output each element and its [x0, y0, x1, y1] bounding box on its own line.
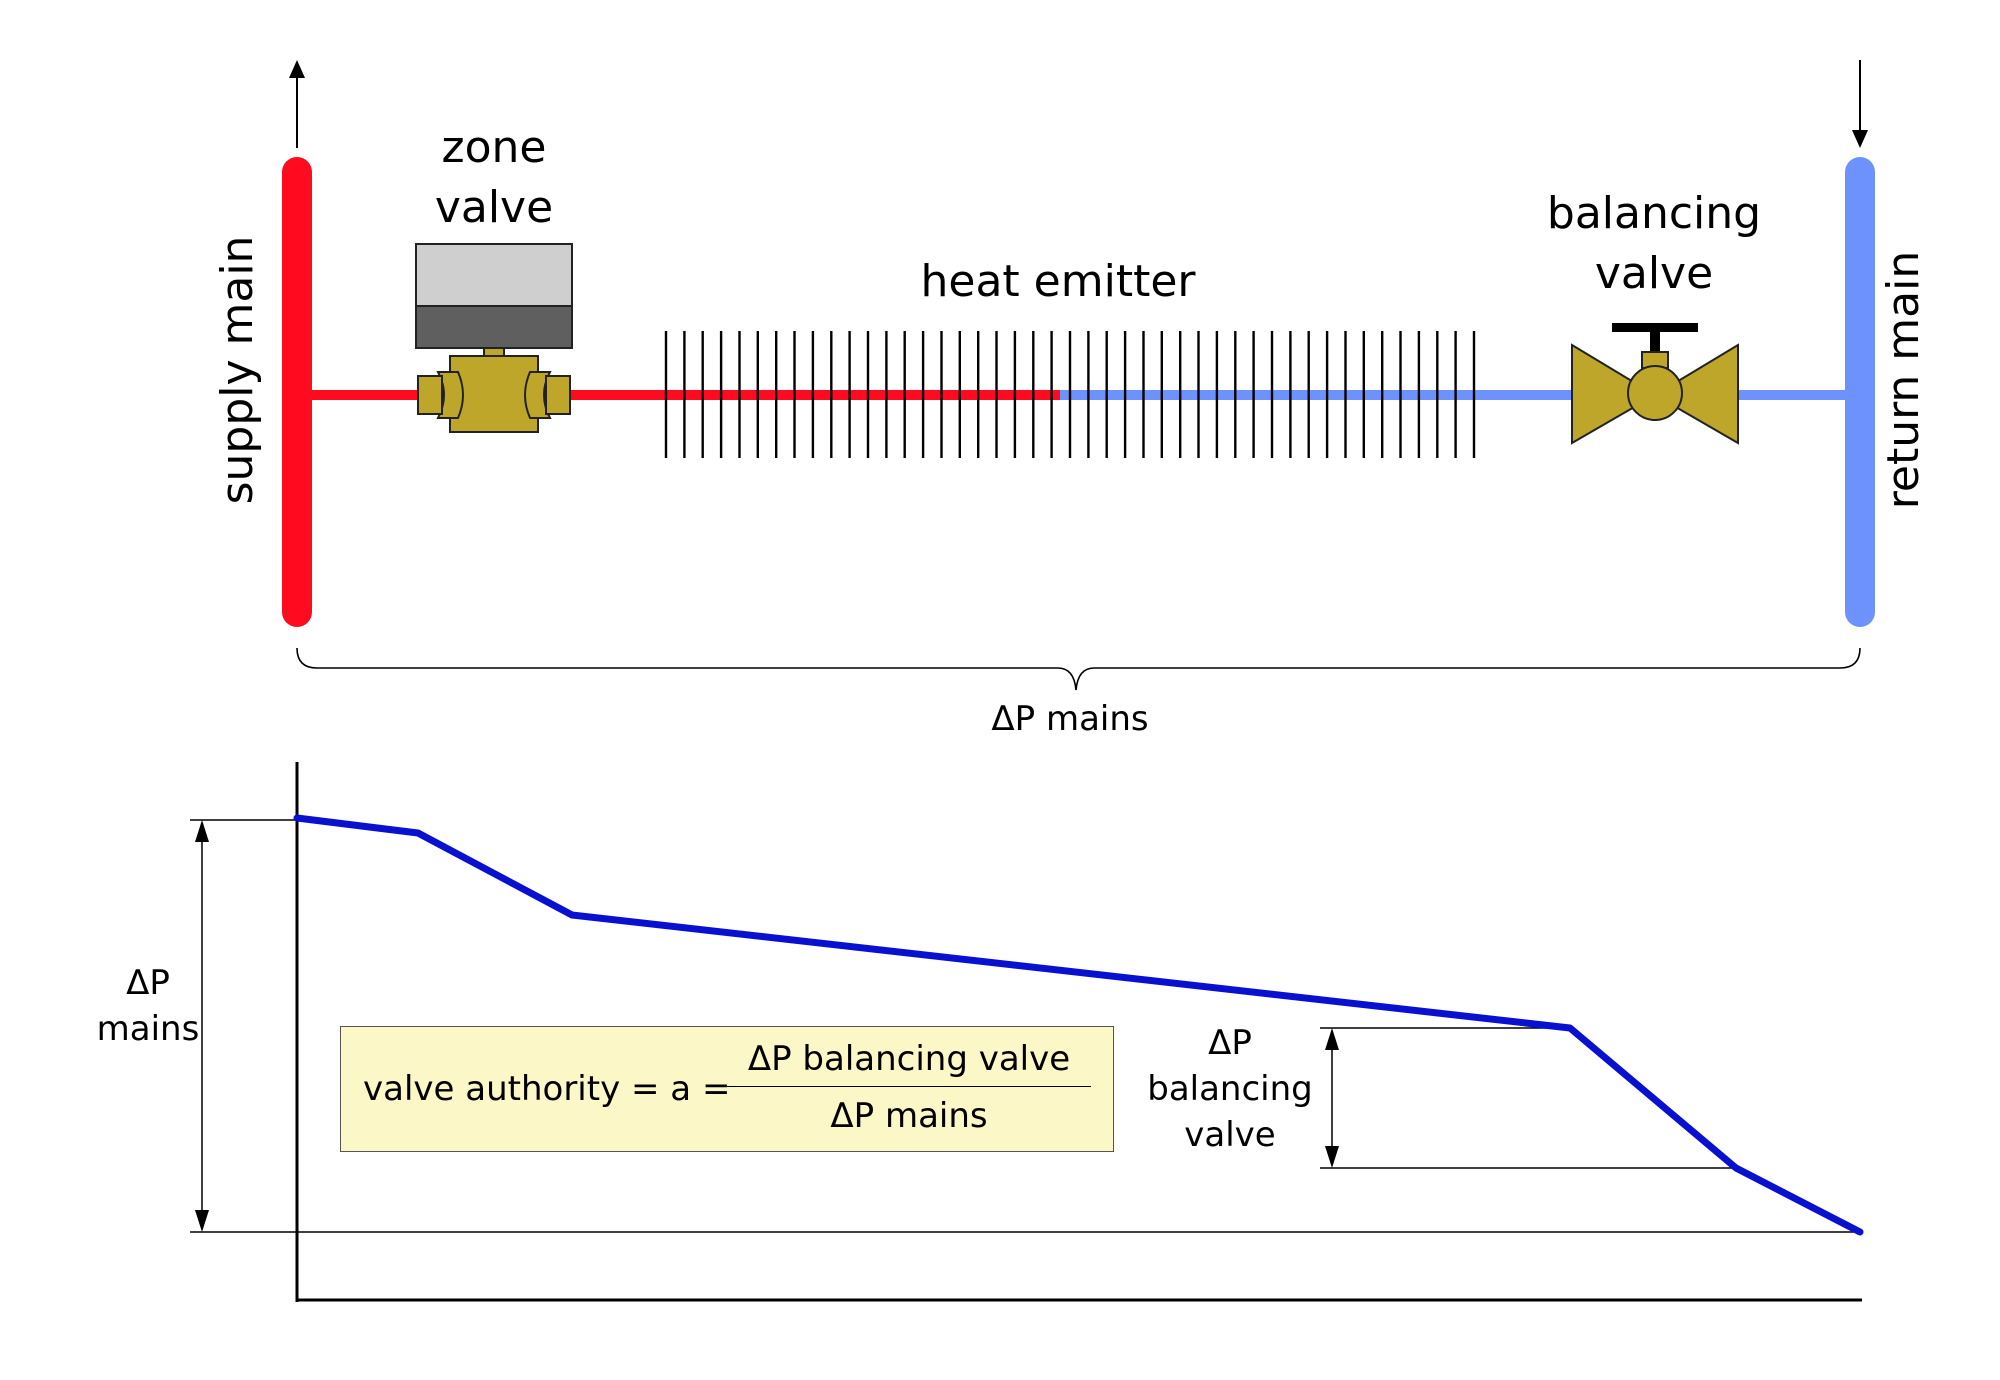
arrow-up-icon: [289, 60, 305, 78]
dp-bv-label-line3: valve: [1184, 1115, 1275, 1155]
heat-emitter-label: heat emitter: [921, 256, 1197, 307]
dp-mains-brace-label: ΔP mains: [991, 699, 1148, 739]
dp-mains-brace: [296, 647, 1861, 691]
balancing-valve-label-line1: balancing: [1547, 188, 1761, 239]
formula-lhs: valve authority = a =: [363, 1069, 731, 1109]
pressure-profile-line: [293, 814, 1864, 1236]
return-flow-arrow: [1852, 60, 1868, 148]
arrow-down-icon: [1852, 130, 1868, 148]
zone-valve-label-line1: zone: [442, 122, 547, 173]
fin-tube-emitter-icon: [664, 331, 1476, 458]
dp-bv-dimension-arrow: [1325, 1028, 1339, 1168]
zone-valve-icon: [415, 243, 573, 433]
formula-fraction: ΔP balancing valve ΔP mains: [727, 1037, 1091, 1138]
supply-flow-arrow: [289, 60, 305, 148]
return-main-label: return main: [1878, 251, 1929, 509]
valve-authority-formula-box: valve authority = a = ΔP balancing valve…: [340, 1026, 1114, 1152]
dp-mains-axis-label-line2: mains: [97, 1009, 200, 1049]
zone-valve-label-line2: valve: [435, 182, 553, 233]
dp-mains-axis-label-line1: ΔP: [126, 963, 170, 1003]
dp-bv-label-line2: balancing: [1147, 1069, 1313, 1109]
balancing-valve-label-line2: valve: [1595, 248, 1713, 299]
balancing-valve-icon: [1571, 323, 1739, 445]
formula-numerator: ΔP balancing valve: [747, 1039, 1071, 1079]
dp-bv-label-line1: ΔP: [1208, 1023, 1252, 1063]
formula-denominator: ΔP mains: [830, 1096, 988, 1136]
formula-fraction-bar: [727, 1086, 1091, 1087]
supply-main-label: supply main: [212, 236, 263, 505]
dp-mains-dimension-arrow: [195, 820, 209, 1232]
